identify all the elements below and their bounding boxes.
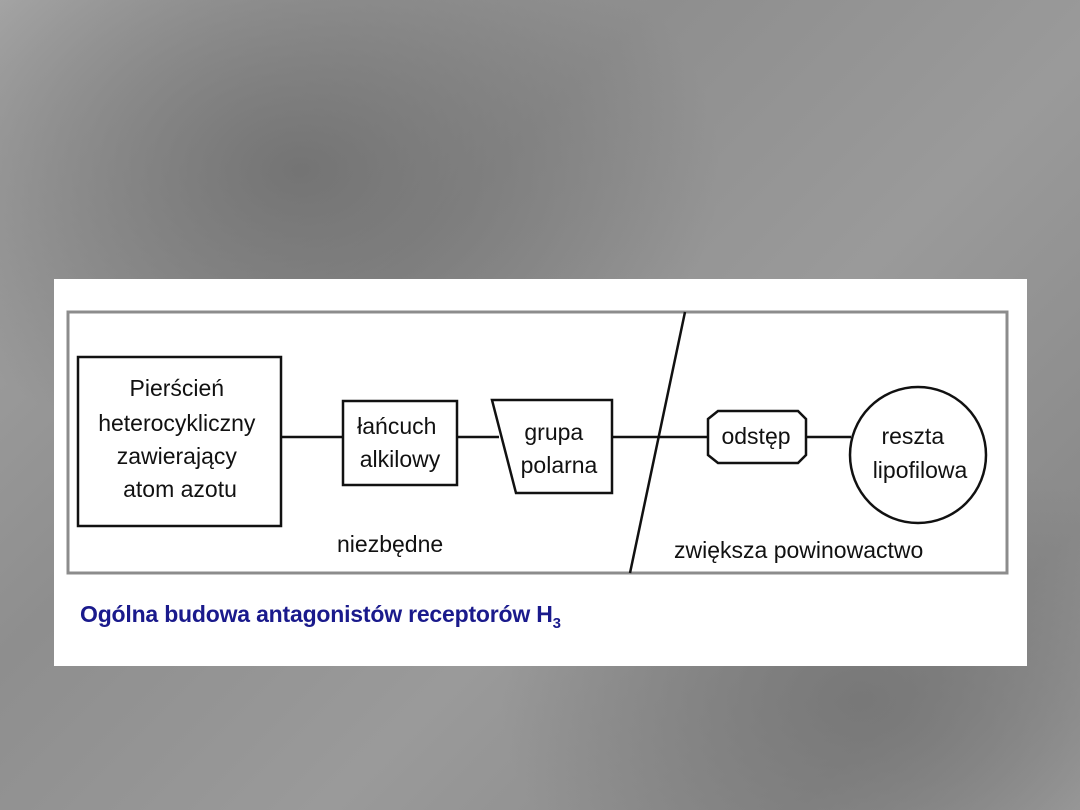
alkyl-chain-label: łańcuch alkilowy xyxy=(357,413,443,472)
lipophilic-label: reszta lipofilowa xyxy=(873,423,968,483)
caption-text: Ogólna budowa antagonistów receptorów H xyxy=(80,601,553,627)
region-divider xyxy=(628,311,687,574)
figure-caption: Ogólna budowa antagonistów receptorów H3 xyxy=(80,601,561,632)
polar-group-shape xyxy=(490,398,614,495)
caption-subscript: 3 xyxy=(552,615,561,632)
diagram-panel: Pierścień heterocykliczny zawierający at… xyxy=(54,279,1027,666)
heterocycle-box xyxy=(76,355,283,528)
alkyl-chain-box xyxy=(341,399,459,487)
spacer-label: odstęp xyxy=(721,423,790,449)
region-label-essential: niezbędne xyxy=(337,531,443,557)
lipophilic-circle xyxy=(848,385,988,525)
spacer-box xyxy=(706,409,808,465)
heterocycle-label: Pierścień heterocykliczny zawierający at… xyxy=(98,375,262,502)
diagram-frame xyxy=(66,310,1009,575)
polar-group-label: grupa polarna xyxy=(521,419,598,478)
structure-diagram: Pierścień heterocykliczny zawierający at… xyxy=(66,310,1009,575)
region-label-affinity: zwiększa powinowactwo xyxy=(674,537,923,563)
